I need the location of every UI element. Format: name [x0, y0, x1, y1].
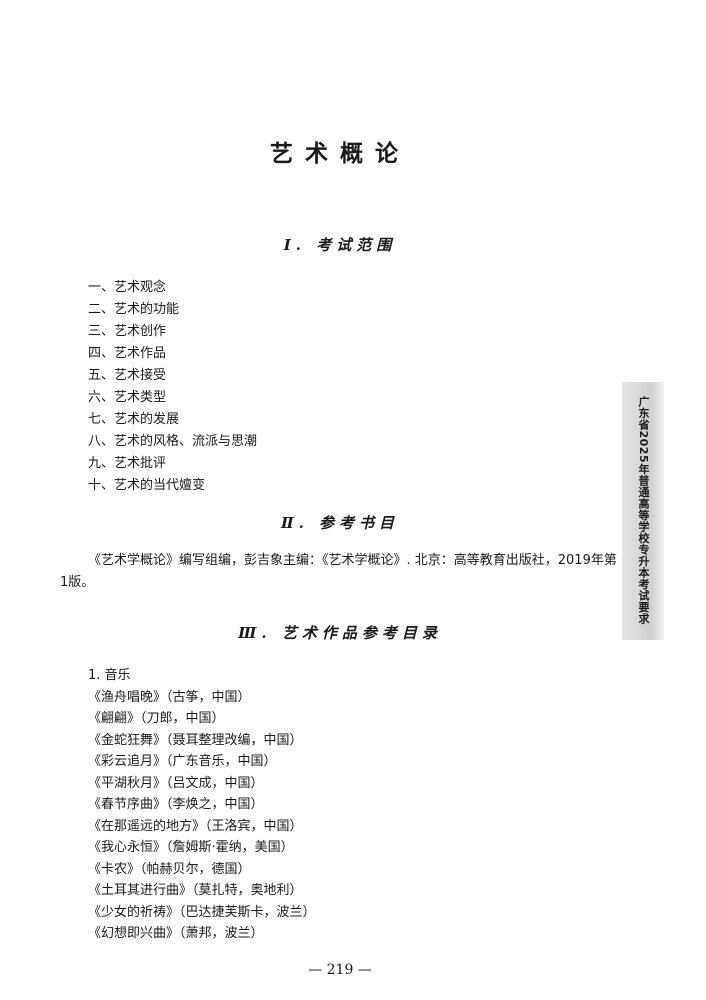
list-item: 四、艺术作品: [88, 346, 167, 361]
list-item: 十、艺术的当代嬗变: [88, 478, 206, 493]
list-item: 《春节序曲》（李焕之，中国）: [88, 797, 264, 812]
list-item: 《卡农》（帕赫贝尔，德国）: [88, 861, 251, 877]
list-item: 《幻想即兴曲》（萧邦，波兰）: [88, 926, 264, 941]
list-item: 二、艺术的功能: [88, 302, 180, 317]
list-item: 三、艺术创作: [88, 324, 167, 339]
scope-list: 一、艺术观念 二、艺术的功能 三、艺术创作 四、艺术作品 五、艺术接受 六、艺术…: [88, 277, 257, 497]
section-heading-scope: Ⅰ. 考试范围: [283, 236, 397, 254]
list-item: 《彩云追月》（广东音乐，中国）: [88, 754, 277, 769]
list-item: 五、艺术接受: [88, 368, 167, 383]
music-heading: 1. 音乐: [88, 668, 131, 683]
section-heading-references: Ⅱ. 参考书目: [280, 514, 400, 532]
list-item: 九、艺术批评: [88, 456, 167, 471]
list-item: 《土耳其进行曲》（莫扎特，奥地利）: [88, 883, 303, 898]
list-item: 《平湖秋月》（吕文成，中国）: [88, 775, 264, 791]
music-list: 1. 音乐 《渔舟唱晚》（古筝，中国） 《翩翩》（刀郎，中国） 《金蛇狂舞》（聂…: [88, 665, 316, 945]
list-item: 《少女的祈祷》（巴达捷芙斯卡，波兰）: [88, 904, 316, 920]
side-tab-label: 广东省2025年普通高等学校专升本考试要求: [637, 396, 650, 625]
reference-paragraph: 《艺术学概论》编写组编，彭吉象主编：《艺术学概论》. 北京：高等教育出版社，20…: [60, 553, 617, 590]
list-item: 八、艺术的风格、流派与思潮: [88, 434, 258, 449]
list-item: 《渔舟唱晚》（古筝，中国）: [88, 689, 251, 705]
list-item: 《在那遥远的地方》（王洛宾，中国）: [88, 818, 303, 834]
side-tab: 广东省2025年普通高等学校专升本考试要求: [622, 382, 664, 640]
page-title: 艺术概论: [270, 141, 410, 167]
section-heading-works: Ⅲ. 艺术作品参考目录: [238, 624, 442, 642]
list-item: 七、艺术的发展: [88, 412, 180, 427]
list-item: 《金蛇狂舞》（聂耳整理改编，中国）: [88, 732, 303, 748]
list-item: 六、艺术类型: [88, 390, 167, 405]
page-number: — 219 —: [308, 962, 372, 978]
list-item: 《我心永恒》（詹姆斯·霍纳，美国）: [88, 840, 294, 855]
list-item: 一、艺术观念: [88, 280, 167, 295]
list-item: 《翩翩》（刀郎，中国）: [88, 711, 225, 726]
